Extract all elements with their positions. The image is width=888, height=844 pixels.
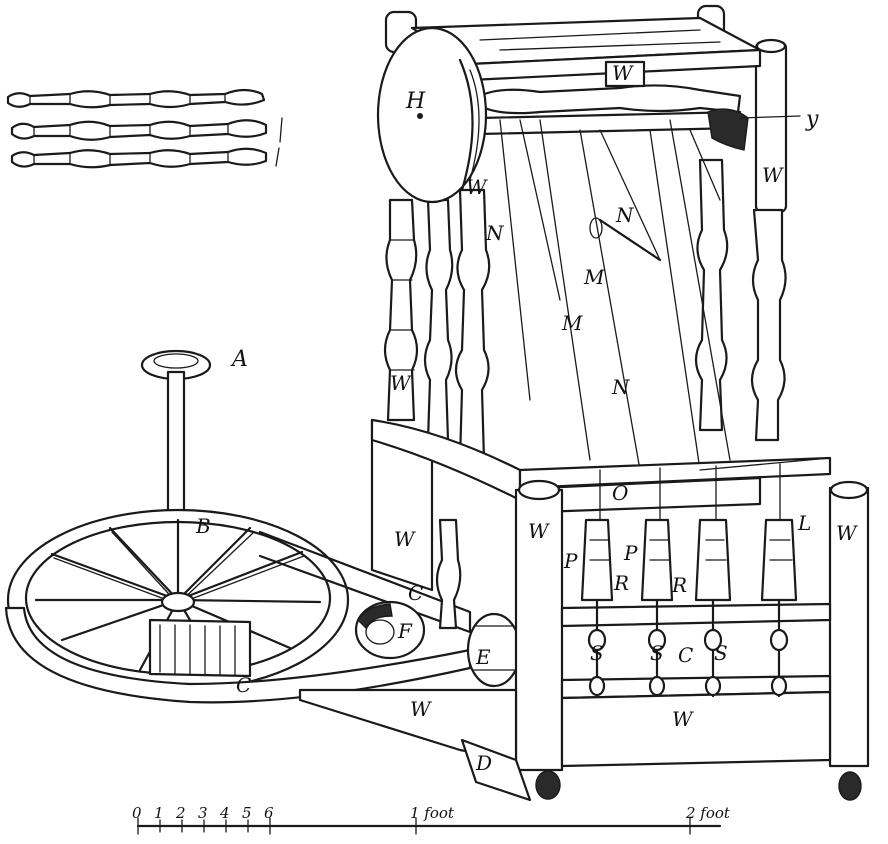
spindle-frame [298,418,870,802]
upper-frame [383,4,788,471]
label-o: O [612,481,628,505]
bobbins [580,518,798,698]
label-d: D [475,751,492,775]
roller-1 [6,88,266,109]
label-w-panel: W [394,527,416,551]
scale-tick-0: 0 [132,804,142,822]
driving-wheel [4,349,522,704]
label-e: E [475,645,491,669]
label-m-lower: M [561,311,583,335]
scale-tick-2: 2 [175,804,186,822]
scale-two-foot: 2 foot [685,804,731,822]
scale-tick-5: 5 [242,804,252,822]
label-r-left: R [613,571,629,595]
roller-3 [10,147,268,169]
label-c-belt-top: C [408,581,423,605]
label-r-right: R [671,573,687,597]
label-n-upper-right: N [615,203,635,227]
label-c-small: C [678,643,693,667]
label-s-1: S [590,641,604,665]
scale-tick-6: 6 [264,804,274,822]
label-w-left-post: W [390,371,412,395]
pulley-disc-h [376,26,488,204]
label-w-top: W [612,61,634,85]
label-w-base-front: W [672,707,694,731]
detached-rollers [6,88,283,169]
scale-tick-3: 3 [198,804,208,822]
label-y: y [805,107,819,132]
label-a: A [230,347,248,372]
scale-tick-1: 1 [154,804,164,822]
label-p-right: P [623,541,638,565]
part-labels: A B C C C D E F H L M M N N N O P P R R … [195,61,858,775]
label-w-right-post: W [762,163,784,187]
roller-2 [10,119,268,141]
label-w-base-side: W [410,697,432,721]
scale-tick-4: 4 [219,804,230,822]
label-c-belt-bottom: C [236,673,251,697]
label-s-2: S [650,641,664,665]
label-f: F [397,619,413,643]
scale-one-foot: 1 foot [410,804,455,822]
label-n-lower: N [611,375,631,399]
label-s-3: S [714,641,728,665]
label-n-left: N [485,221,505,245]
label-w-upper-right: W [466,175,488,199]
label-w-front-left: W [528,519,550,543]
label-h: H [405,89,426,114]
label-l: L [797,511,811,535]
label-p-left: P [563,549,578,573]
label-m-upper: M [583,265,605,289]
scale-bar: 0 1 2 3 4 5 6 1 foot 2 foot [132,804,731,835]
label-w-front-right: W [836,521,858,545]
label-b: B [195,514,211,538]
